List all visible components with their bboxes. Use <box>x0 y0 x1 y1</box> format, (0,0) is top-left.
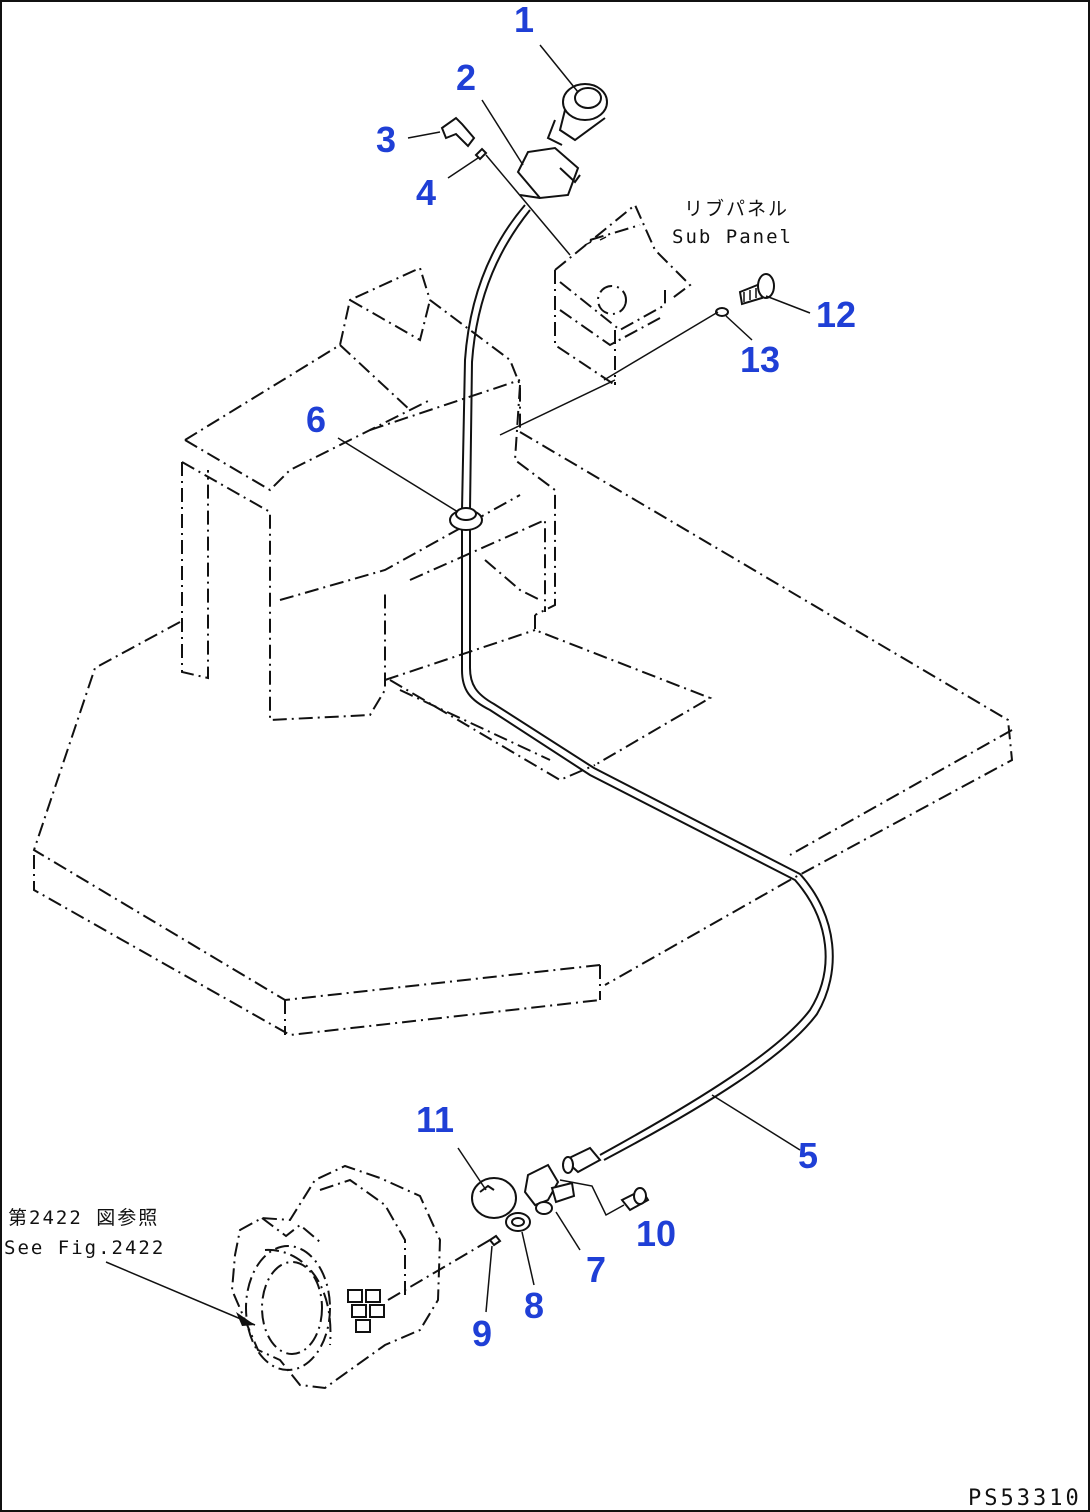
bolt-and-washer <box>715 273 775 317</box>
sub-panel <box>554 203 692 386</box>
drawing-code: PS53310 <box>968 1486 1082 1511</box>
grommet <box>449 507 483 531</box>
screw-and-washer <box>440 116 488 161</box>
port-cluster <box>347 1289 385 1333</box>
floor-plate <box>32 431 1014 1037</box>
callout-12: 12 <box>816 294 856 335</box>
see-fig-label-en: See Fig.2422 <box>4 1237 165 1259</box>
callout-4: 4 <box>416 172 436 213</box>
callout-13: 13 <box>740 339 780 380</box>
transmission-housing <box>230 1164 491 1390</box>
callout-5: 5 <box>798 1135 818 1176</box>
gauge-assembly <box>516 83 608 200</box>
console-frame <box>181 266 713 782</box>
callout-7: 7 <box>586 1249 606 1290</box>
callout-10: 10 <box>636 1213 676 1254</box>
callout-2: 2 <box>456 57 476 98</box>
callout-9: 9 <box>472 1313 492 1354</box>
sub-panel-label-en: Sub Panel <box>672 226 793 248</box>
see-fig-label-jp: 第2422 図参照 <box>8 1207 159 1229</box>
callout-3: 3 <box>376 119 396 160</box>
callout-8: 8 <box>524 1285 544 1326</box>
sender-cable <box>461 204 834 1161</box>
callout-11: 11 <box>416 1099 454 1140</box>
callout-6: 6 <box>306 399 326 440</box>
sub-panel-label-jp: リブパネル <box>684 197 789 220</box>
cable-end-fittings <box>471 1146 650 1247</box>
leader-lines <box>105 44 811 1326</box>
callout-1: 1 <box>514 0 534 40</box>
